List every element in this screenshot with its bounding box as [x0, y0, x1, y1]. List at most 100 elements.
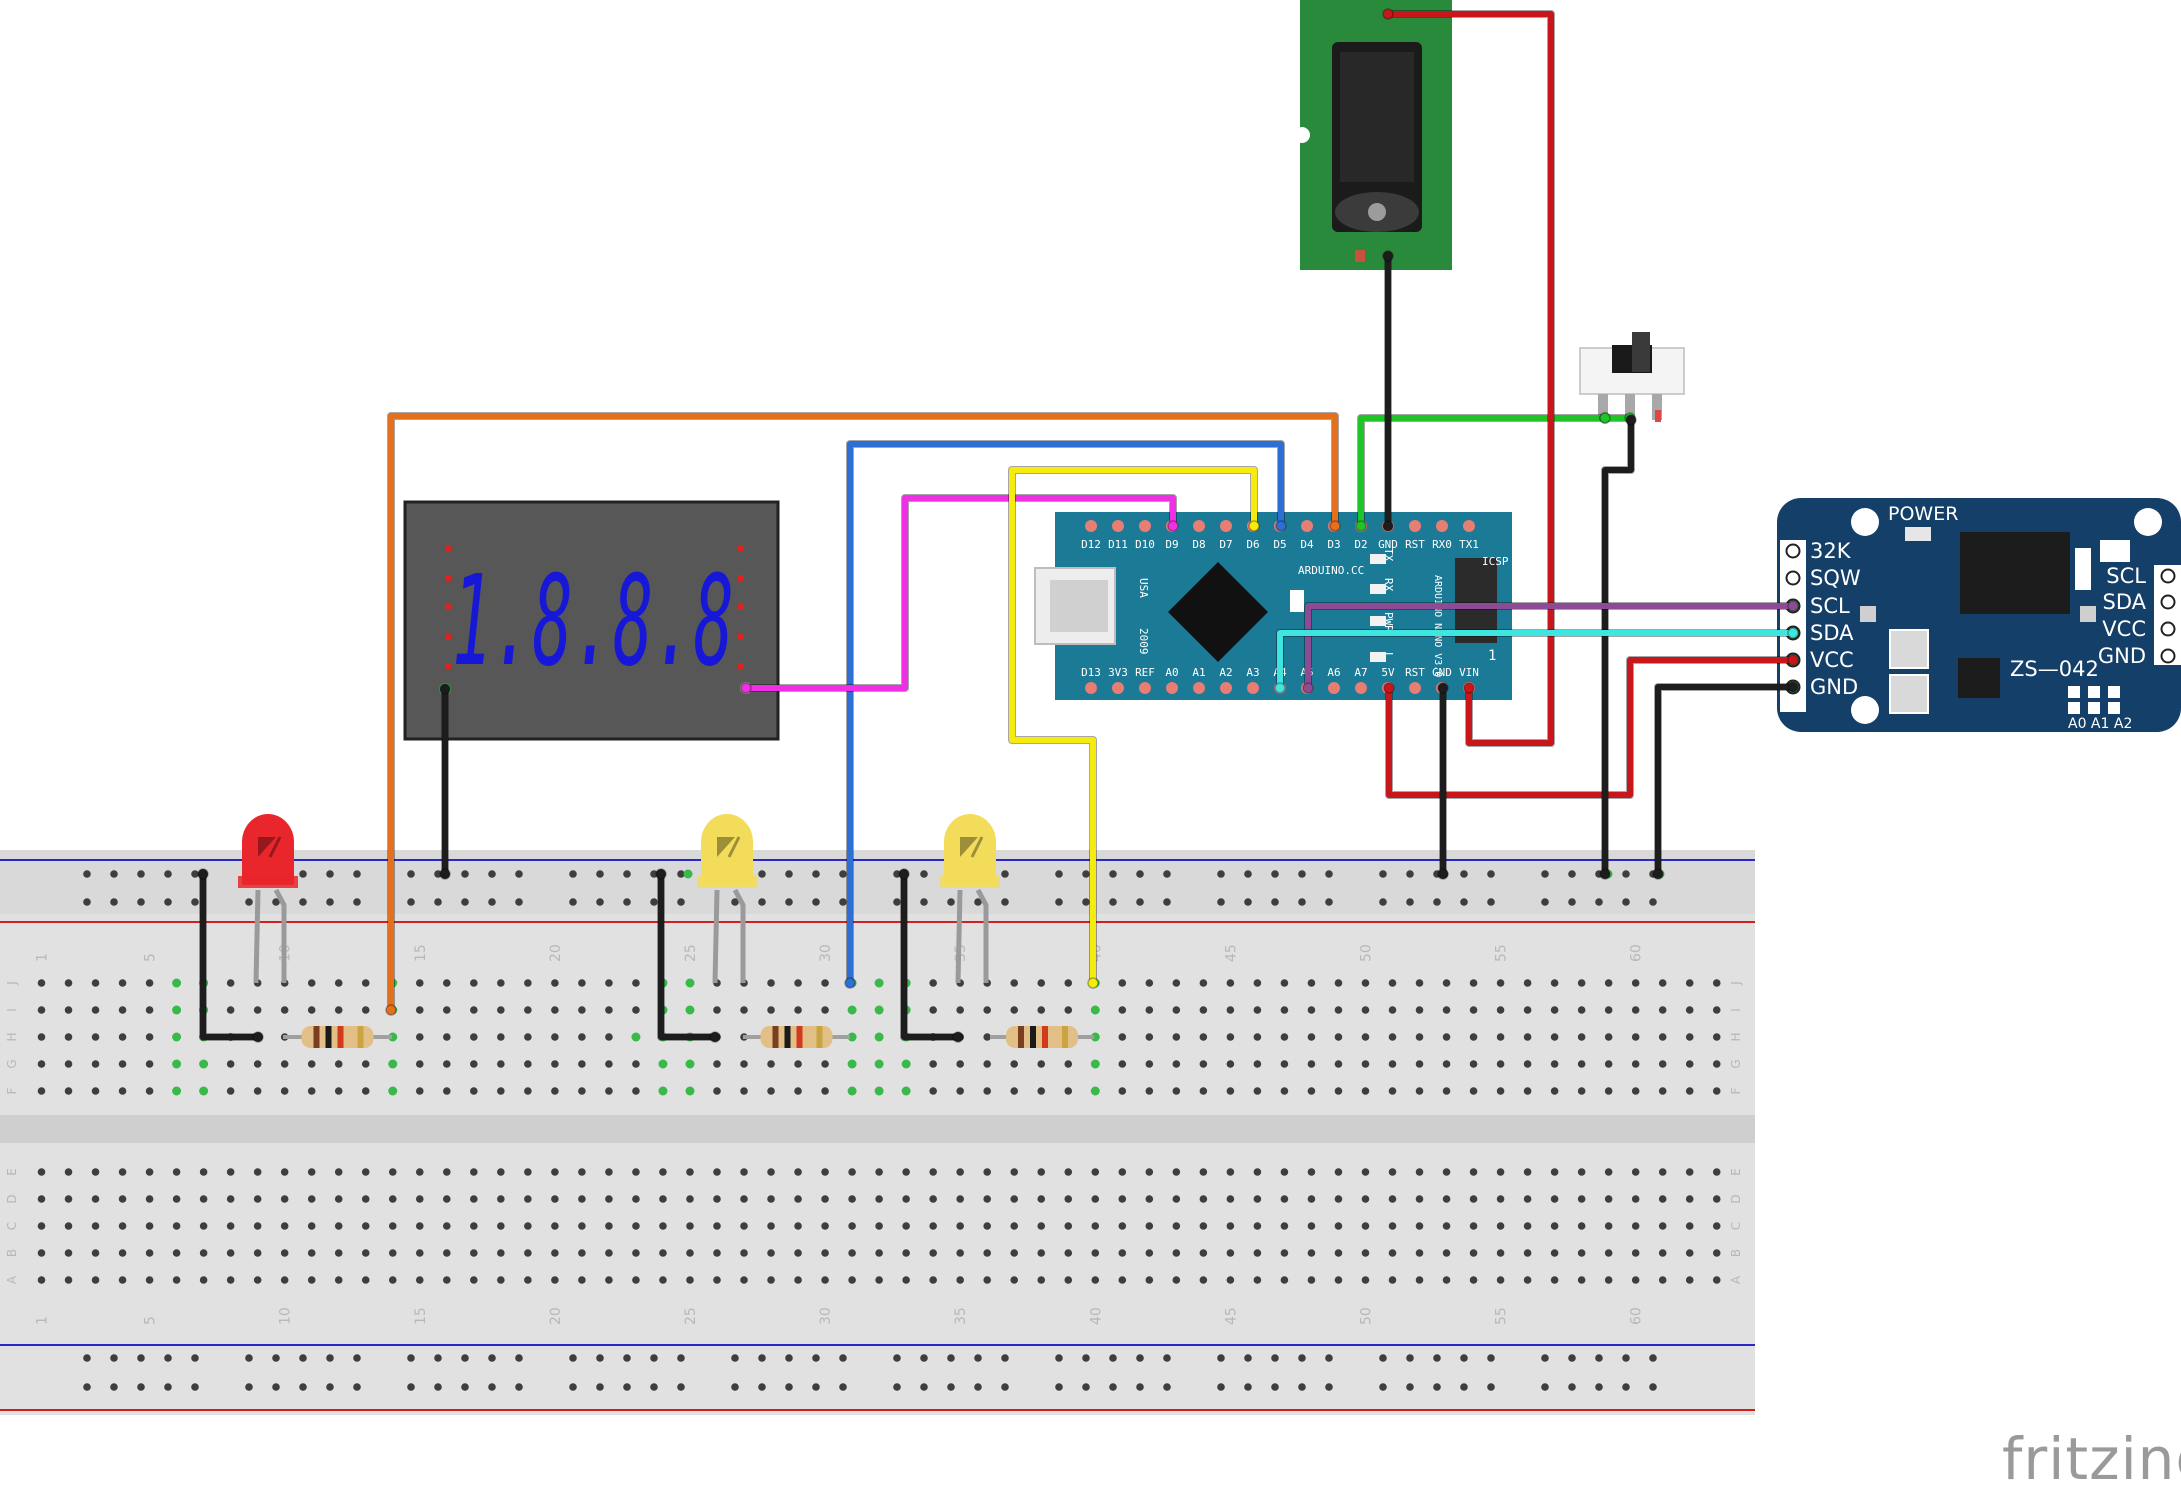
nano-top-pin-label: D7 — [1219, 538, 1232, 551]
led-l — [1370, 652, 1386, 662]
wire-end — [385, 1004, 397, 1016]
wire-end — [952, 1031, 964, 1043]
column-number-bottom: 50 — [1358, 1307, 1374, 1325]
column-number-bottom: 35 — [953, 1307, 969, 1325]
wire-end — [1599, 412, 1611, 424]
wire-magenta — [743, 495, 1176, 691]
nano-bottom-pin — [1085, 682, 1097, 694]
nano-top-pin — [1193, 520, 1205, 532]
row-letter: A — [5, 1275, 19, 1284]
nano-top-pin — [1220, 520, 1232, 532]
row-letter: J — [1729, 981, 1743, 986]
column-number-top: 60 — [1629, 944, 1645, 962]
rtc-left-pin-label: SQW — [1810, 566, 1861, 590]
resistor — [283, 1026, 392, 1048]
column-number-bottom: 25 — [683, 1307, 699, 1325]
wire-end — [439, 868, 451, 880]
wire-end — [439, 683, 451, 695]
rtc-right-pin-label: SCL — [2106, 564, 2146, 588]
rtc-hole-tl — [1851, 508, 1879, 536]
wire-red — [1385, 11, 1554, 746]
wire-cyan — [1277, 630, 1796, 691]
nano-top-pin-label: D10 — [1135, 538, 1155, 551]
row-letter: F — [5, 1087, 19, 1094]
nano-top-pin — [1436, 520, 1448, 532]
wire-end — [1274, 682, 1286, 694]
wire-end — [1652, 868, 1664, 880]
nano-top-pin-label: D12 — [1081, 538, 1101, 551]
rtc-resistor — [2075, 548, 2091, 590]
row-letter: B — [1729, 1249, 1743, 1257]
rtc-left-pin — [1785, 543, 1801, 559]
led-body — [242, 814, 294, 885]
nano-bottom-pin — [1139, 682, 1151, 694]
wire-end — [1302, 682, 1314, 694]
wire-end — [1382, 250, 1394, 262]
column-number-bottom: 40 — [1088, 1307, 1104, 1325]
nano-top-pin-label: D3 — [1327, 538, 1340, 551]
row-letter: G — [1729, 1059, 1743, 1068]
resistor — [990, 1026, 1094, 1048]
column-number-bottom: 55 — [1494, 1307, 1510, 1325]
nano-top-pin — [1085, 520, 1097, 532]
jack-notch — [1294, 127, 1310, 143]
row-letter: I — [1729, 1008, 1743, 1012]
wire-end — [1275, 520, 1287, 532]
rtc-model-label: ZS—042 — [2010, 657, 2099, 681]
rtc-right-pin-label: SDA — [2103, 590, 2147, 614]
switch-pin-1 — [1598, 394, 1608, 420]
nano-icsp-label: ICSP — [1482, 555, 1509, 568]
row-letter: E — [5, 1168, 19, 1176]
center-channel — [0, 1115, 1755, 1143]
nano-top-pin-label: D5 — [1273, 538, 1286, 551]
nano-bottom-pin-label: D13 — [1081, 666, 1101, 679]
row-letter: E — [1729, 1168, 1743, 1176]
resistor — [743, 1026, 850, 1048]
rtc-right-pin — [2160, 621, 2176, 637]
row-letter: D — [5, 1194, 19, 1203]
column-number-top: 1 — [35, 953, 51, 962]
nano-top-pin-label: D4 — [1300, 538, 1314, 551]
wire-end — [1787, 681, 1799, 693]
column-number-bottom: 60 — [1629, 1307, 1645, 1325]
wire-end — [740, 682, 752, 694]
nano-bottom-pin-label: A0 — [1165, 666, 1178, 679]
nano-bottom-pin — [1112, 682, 1124, 694]
column-number-top: 55 — [1494, 944, 1510, 962]
nano-bottom-pin-label: A1 — [1192, 666, 1205, 679]
wire-end — [1787, 627, 1799, 639]
rtc-power-label: POWER — [1888, 503, 1958, 525]
rtc-right-pin-label: GND — [2098, 644, 2146, 668]
nano-top-pin — [1463, 520, 1475, 532]
nano-bottom-pin-label: GND — [1432, 666, 1452, 679]
nano-top-pin-label: D6 — [1246, 538, 1259, 551]
column-number-bottom: 1 — [35, 1316, 51, 1325]
wire-end — [1248, 520, 1260, 532]
rtc-left-pin-label: GND — [1810, 675, 1858, 699]
wire-end — [655, 868, 667, 880]
nano-bottom-pin-label: A7 — [1354, 666, 1367, 679]
nano-bottom-pin — [1355, 682, 1367, 694]
seven-segment-display: 1.8.8.8 — [403, 500, 780, 741]
led-body — [944, 814, 996, 885]
column-number-bottom: 5 — [143, 1316, 159, 1325]
nano-top-pin-label: RST — [1405, 538, 1425, 551]
row-letter: H — [5, 1032, 19, 1041]
nano-top-pin — [1139, 520, 1151, 532]
wire-black — [1602, 417, 1634, 877]
column-number-top: 30 — [818, 944, 834, 962]
fritzing-watermark: fritzing — [2002, 1425, 2181, 1493]
column-number-top: 50 — [1358, 944, 1374, 962]
rtc-left-pin-label: SCL — [1810, 594, 1850, 618]
nano-usa-label: USA — [1137, 578, 1150, 598]
nano-top-pin-label: D2 — [1354, 538, 1367, 551]
nano-mcu-chip — [1168, 562, 1268, 662]
wire-end — [1355, 520, 1367, 532]
nano-bottom-pin-label: 5V — [1381, 666, 1395, 679]
wire-purple — [1305, 603, 1796, 691]
wire-end — [1087, 977, 1099, 989]
wire-end — [1437, 868, 1449, 880]
display-body — [403, 500, 780, 741]
